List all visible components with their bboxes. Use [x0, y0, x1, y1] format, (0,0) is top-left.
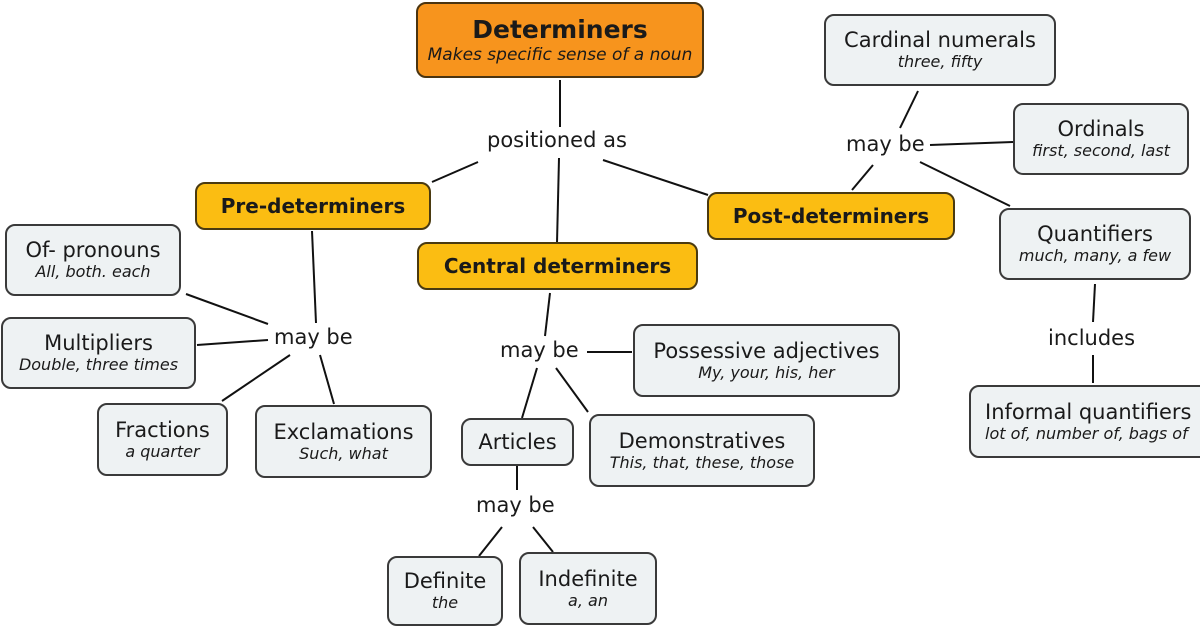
- of-pronouns-example: All, both. each: [35, 262, 151, 281]
- multipliers-title: Multipliers: [44, 331, 153, 355]
- indefinite-example: a, an: [568, 590, 608, 610]
- ordinals-node: Ordinals first, second, last: [1013, 103, 1189, 175]
- demonstratives-node: Demonstratives This, that, these, those: [589, 414, 815, 487]
- demonstratives-example: This, that, these, those: [609, 452, 795, 472]
- of-pronouns-node: Of- pronouns All, both. each: [5, 224, 181, 296]
- ordinals-title: Ordinals: [1057, 117, 1145, 141]
- exclamations-title: Exclamations: [273, 419, 414, 444]
- possessive-adjectives-example: My, your, his, her: [698, 362, 835, 382]
- multipliers-example: Double, three times: [18, 355, 179, 374]
- label-articles-may-be: may be: [476, 493, 555, 517]
- central-determiners-title: Central determiners: [443, 254, 672, 278]
- post-determiners-title: Post-determiners: [732, 204, 930, 228]
- quantifiers-node: Quantifiers much, many, a few: [999, 208, 1191, 280]
- informal-quantifiers-title: Informal quantifiers: [985, 399, 1192, 424]
- label-central-may-be: may be: [500, 338, 579, 362]
- label-post-may-be: may be: [846, 132, 925, 156]
- definite-title: Definite: [403, 569, 487, 593]
- quantifiers-example: much, many, a few: [1018, 246, 1172, 265]
- possessive-adjectives-title: Possessive adjectives: [653, 338, 880, 363]
- definite-example: the: [431, 593, 459, 612]
- exclamations-example: Such, what: [299, 443, 388, 463]
- root-subtitle: Makes specific sense of a noun: [427, 45, 693, 65]
- indefinite-title: Indefinite: [538, 566, 638, 591]
- informal-quantifiers-node: Informal quantifiers lot of, number of, …: [969, 385, 1200, 458]
- central-determiners-node: Central determiners: [417, 242, 698, 290]
- root-title: Determiners: [472, 15, 648, 44]
- label-pre-may-be: may be: [274, 325, 353, 349]
- root-node: Determiners Makes specific sense of a no…: [416, 2, 704, 78]
- possessive-adjectives-node: Possessive adjectives My, your, his, her: [633, 324, 900, 397]
- cardinal-numerals-example: three, fifty: [897, 52, 983, 71]
- indefinite-node: Indefinite a, an: [519, 552, 657, 625]
- label-quantifiers-includes: includes: [1048, 326, 1136, 350]
- fractions-title: Fractions: [115, 417, 210, 442]
- pre-determiners-node: Pre-determiners: [195, 182, 431, 230]
- fractions-example: a quarter: [125, 441, 200, 461]
- cardinal-numerals-node: Cardinal numerals three, fifty: [824, 14, 1056, 86]
- quantifiers-title: Quantifiers: [1037, 222, 1153, 246]
- label-positioned-as: positioned as: [487, 128, 627, 152]
- multipliers-node: Multipliers Double, three times: [1, 317, 196, 389]
- exclamations-node: Exclamations Such, what: [255, 405, 432, 478]
- informal-quantifiers-example: lot of, number of, bags of: [985, 423, 1188, 443]
- of-pronouns-title: Of- pronouns: [25, 238, 161, 262]
- definite-node: Definite the: [387, 556, 503, 626]
- articles-node: Articles: [461, 418, 574, 466]
- pre-determiners-title: Pre-determiners: [220, 194, 406, 218]
- post-determiners-node: Post-determiners: [707, 192, 955, 240]
- ordinals-example: first, second, last: [1032, 141, 1170, 160]
- demonstratives-title: Demonstratives: [618, 428, 786, 453]
- articles-title: Articles: [478, 430, 557, 454]
- cardinal-numerals-title: Cardinal numerals: [844, 28, 1036, 52]
- fractions-node: Fractions a quarter: [97, 403, 228, 476]
